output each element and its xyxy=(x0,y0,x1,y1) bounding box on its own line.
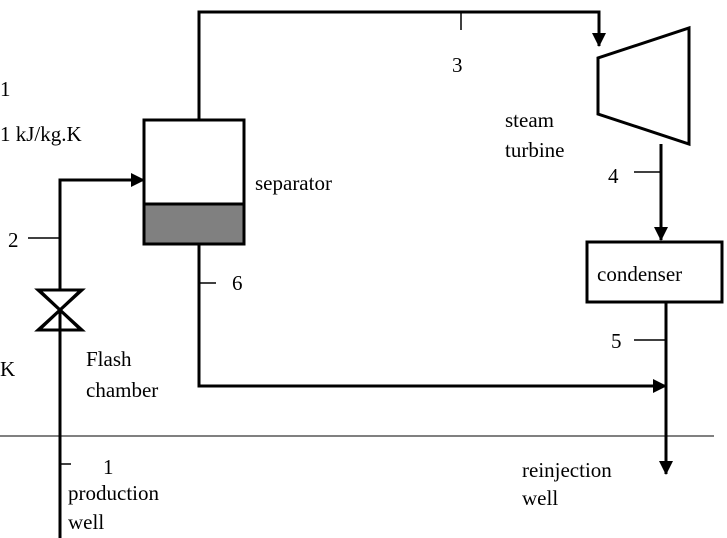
edge-text-3: K xyxy=(0,357,15,381)
separator-liquid xyxy=(144,204,244,244)
flash-chamber-label-line2: chamber xyxy=(86,378,158,402)
state-1-label: 1 xyxy=(103,455,114,479)
state-2-label: 2 xyxy=(8,228,19,252)
production-well-label-line1: production xyxy=(68,481,159,505)
reinjection-well-label-line1: reinjection xyxy=(522,458,612,482)
state-4-label: 4 xyxy=(608,164,619,188)
condenser-label: condenser xyxy=(597,262,682,286)
separator-label: separator xyxy=(255,171,332,195)
steam-turbine-icon xyxy=(596,25,691,147)
state-3-label: 3 xyxy=(452,53,463,77)
pipe-to-separator xyxy=(58,173,145,290)
flash-valve-icon xyxy=(34,288,86,332)
turbine-label-line2: turbine xyxy=(505,138,564,162)
steam-line-to-turbine xyxy=(197,10,606,120)
brine-line xyxy=(197,244,667,393)
edge-text-2: 1 kJ/kg.K xyxy=(0,122,82,146)
separator-vessel xyxy=(142,118,246,246)
turbine-label-line1: steam xyxy=(505,108,554,132)
edge-text-1: 1 xyxy=(0,77,11,101)
separator-outline xyxy=(142,118,246,246)
production-well-label-line2: well xyxy=(68,510,104,534)
flash-chamber-label-line1: Flash xyxy=(86,347,132,371)
state-5-label: 5 xyxy=(611,329,622,353)
state-6-label: 6 xyxy=(232,271,243,295)
reinjection-well-label-line2: well xyxy=(522,486,558,510)
condenser-box xyxy=(585,240,724,304)
